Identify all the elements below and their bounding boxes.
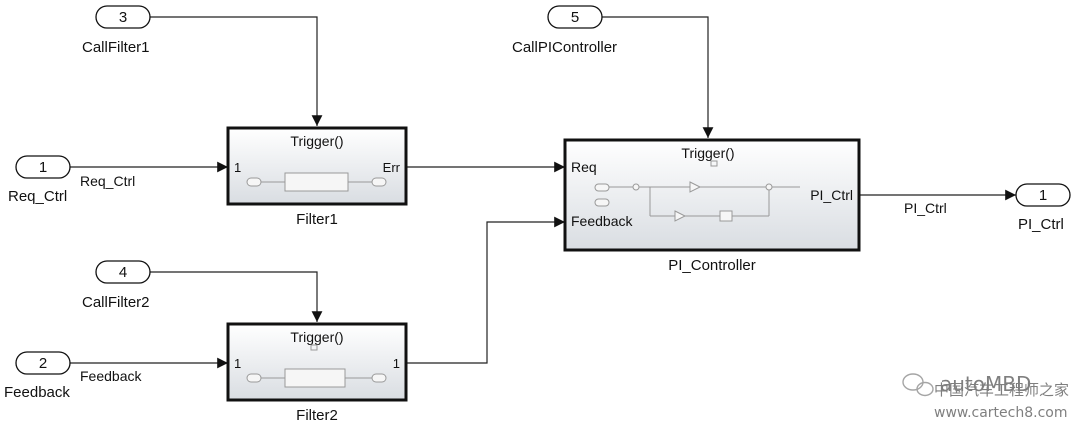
input-port-label: 1 <box>234 356 241 371</box>
trigger-label: Trigger() <box>681 145 734 161</box>
port-number: 4 <box>119 264 127 281</box>
wire-callfilter1[interactable] <box>150 16 323 126</box>
output-port-label: PI_Ctrl <box>810 187 853 203</box>
outport-pi-ctrl[interactable]: 1 PI_Ctrl <box>1015 183 1071 233</box>
wire-callpi[interactable] <box>602 16 714 138</box>
trigger-label: Trigger() <box>290 329 343 345</box>
inport-call-pi-controller[interactable]: 5 CallPIController <box>512 5 617 56</box>
inport-call-filter2[interactable]: 4 CallFilter2 <box>82 260 151 311</box>
output-port-label: Err <box>383 160 401 175</box>
port-label: CallFilter1 <box>82 39 150 56</box>
inport-feedback[interactable]: 2 Feedback <box>4 351 71 401</box>
port-label: Req_Ctrl <box>8 188 67 205</box>
wire-callfilter2[interactable] <box>150 271 323 322</box>
inport-call-filter1[interactable]: 3 CallFilter1 <box>82 5 151 56</box>
input-port-label-feedback: Feedback <box>571 213 633 229</box>
signal-label-feedback: Feedback <box>80 368 142 384</box>
port-number: 1 <box>39 159 47 176</box>
subsystem-filter1[interactable]: Trigger() 1 Err Filter1 <box>226 126 408 228</box>
watermark-brand: autoMBD <box>940 372 1031 396</box>
watermark-title: 中国汽车工程师之家 <box>934 381 1069 399</box>
watermark: autoMBD 中国汽车工程师之家 www.cartech8.com <box>902 372 1069 421</box>
block-name: Filter2 <box>296 407 338 424</box>
port-label: PI_Ctrl <box>1018 216 1064 233</box>
signal-label-pi-ctrl: PI_Ctrl <box>904 200 947 216</box>
port-label: Feedback <box>4 384 70 401</box>
input-port-label-req: Req <box>571 159 597 175</box>
filter2-preview-icon <box>246 368 387 388</box>
output-port-label: 1 <box>393 356 400 371</box>
block-name: PI_Controller <box>668 257 756 274</box>
port-number: 2 <box>39 355 47 372</box>
trigger-marker-icon <box>710 160 718 167</box>
wechat-icon <box>902 373 934 397</box>
port-number: 3 <box>119 9 127 26</box>
wire-filter2-to-feedback[interactable] <box>406 216 565 364</box>
filter1-preview-icon <box>246 172 387 192</box>
subsystem-pi-controller[interactable]: Trigger() Req Feedback PI_Ctrl PI_Contro… <box>563 138 861 274</box>
input-port-label: 1 <box>234 160 241 175</box>
port-label: CallPIController <box>512 39 617 56</box>
trigger-marker-icon <box>310 344 318 351</box>
port-number: 1 <box>1039 187 1047 204</box>
pi-preview-icon <box>594 181 800 222</box>
signal-label-req-ctrl: Req_Ctrl <box>80 173 135 189</box>
port-number: 5 <box>571 9 579 26</box>
trigger-label: Trigger() <box>290 133 343 149</box>
port-label: CallFilter2 <box>82 294 150 311</box>
block-name: Filter1 <box>296 211 338 228</box>
inport-req-ctrl[interactable]: 1 Req_Ctrl <box>8 155 71 205</box>
watermark-url: www.cartech8.com <box>934 405 1067 421</box>
subsystem-filter2[interactable]: Trigger() 1 1 Filter2 <box>226 322 408 424</box>
